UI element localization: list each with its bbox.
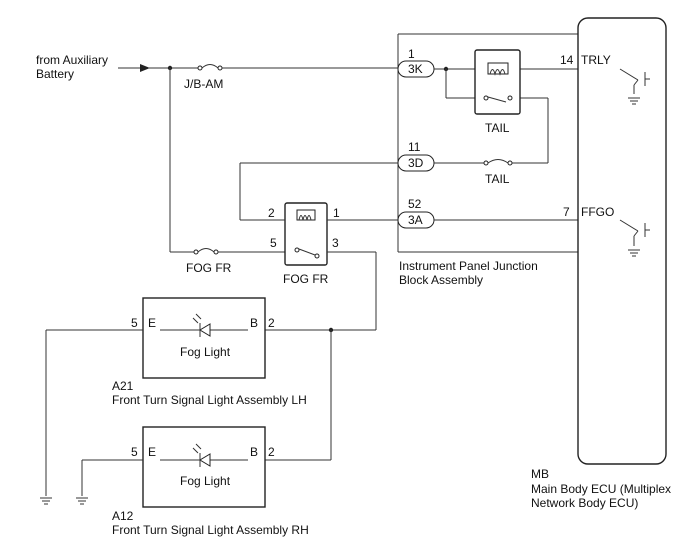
relay-pin-2: 2 (268, 206, 275, 220)
svg-text:from Auxiliary: from Auxiliary (36, 53, 108, 67)
transistor-ffgo-icon (619, 219, 650, 257)
connector-3k: 1 3K (397, 47, 435, 78)
svg-text:Network Body ECU): Network Body ECU) (531, 496, 638, 510)
relay-tail: TAIL (474, 49, 521, 135)
relay-pin-3: 3 (332, 236, 339, 250)
svg-text:11: 11 (408, 140, 421, 154)
svg-text:Main Body ECU (Multiplex: Main Body ECU (Multiplex (531, 482, 671, 496)
junction-block-label: Instrument Panel Junction Block Assembly (399, 259, 538, 287)
connector-3a: 52 3A (397, 197, 435, 229)
svg-text:7: 7 (563, 205, 570, 219)
battery-source-label: from Auxiliary Battery (36, 53, 108, 81)
svg-text:52: 52 (408, 197, 422, 211)
fuse-tail: TAIL (483, 159, 513, 186)
ground-icon (39, 497, 53, 505)
svg-text:B: B (250, 316, 258, 330)
lamp-a21-pin-e: 5 (131, 316, 138, 330)
svg-text:J/B-AM: J/B-AM (184, 77, 223, 91)
main-body-ecu-box (577, 17, 667, 465)
lamp-a12-label: A12 Front Turn Signal Light Assembly RH (112, 509, 309, 537)
ecu-terminal-ffgo: 7 FFGO (563, 205, 614, 219)
relay-pin-5: 5 (270, 236, 277, 250)
svg-text:Battery: Battery (36, 67, 74, 81)
svg-text:1: 1 (408, 47, 415, 61)
svg-text:TRLY: TRLY (581, 53, 611, 67)
svg-text:Fog Light: Fog Light (180, 345, 231, 359)
svg-text:Block Assembly: Block Assembly (399, 273, 483, 287)
svg-text:Front Turn Signal Light Assemb: Front Turn Signal Light Assembly LH (112, 393, 307, 407)
svg-text:MB: MB (531, 467, 549, 481)
lamp-a12: E B Fog Light (142, 426, 266, 508)
lamp-a21-label: A21 Front Turn Signal Light Assembly LH (112, 379, 307, 407)
ecu-label: MB Main Body ECU (Multiplex Network Body… (531, 467, 671, 510)
lamp-a12-pin-e: 5 (131, 445, 138, 459)
svg-text:E: E (148, 316, 156, 330)
fuse-fog-fr: FOG FR (186, 248, 232, 275)
svg-text:14: 14 (560, 53, 574, 67)
ecu-terminal-trly: 14 TRLY (560, 53, 611, 67)
svg-text:E: E (148, 445, 156, 459)
svg-text:FOG FR: FOG FR (186, 261, 232, 275)
svg-text:Fog Light: Fog Light (180, 474, 231, 488)
svg-text:Instrument Panel Junction: Instrument Panel Junction (399, 259, 538, 273)
svg-text:A12: A12 (112, 509, 134, 523)
lamp-a21: E B Fog Light (142, 297, 266, 379)
svg-text:3K: 3K (408, 62, 423, 76)
svg-text:FOG FR: FOG FR (283, 272, 329, 286)
svg-text:A21: A21 (112, 379, 134, 393)
svg-text:B: B (250, 445, 258, 459)
transistor-trly-icon (619, 68, 650, 105)
lamp-a21-pin-b: 2 (268, 316, 275, 330)
lamp-a12-pin-b: 2 (268, 445, 275, 459)
ground-icon (75, 497, 89, 505)
svg-text:TAIL: TAIL (485, 172, 510, 186)
arrow-icon (140, 64, 150, 72)
connector-3d: 11 3D (397, 140, 435, 172)
fuse-jb-am: J/B-AM (184, 64, 223, 91)
svg-text:3A: 3A (408, 213, 423, 227)
svg-text:FFGO: FFGO (581, 205, 614, 219)
svg-text:3D: 3D (408, 156, 424, 170)
svg-text:Front Turn Signal Light Assemb: Front Turn Signal Light Assembly RH (112, 523, 309, 537)
svg-text:TAIL: TAIL (485, 121, 510, 135)
relay-fog-fr: FOG FR (283, 202, 329, 286)
relay-pin-1: 1 (333, 206, 340, 220)
